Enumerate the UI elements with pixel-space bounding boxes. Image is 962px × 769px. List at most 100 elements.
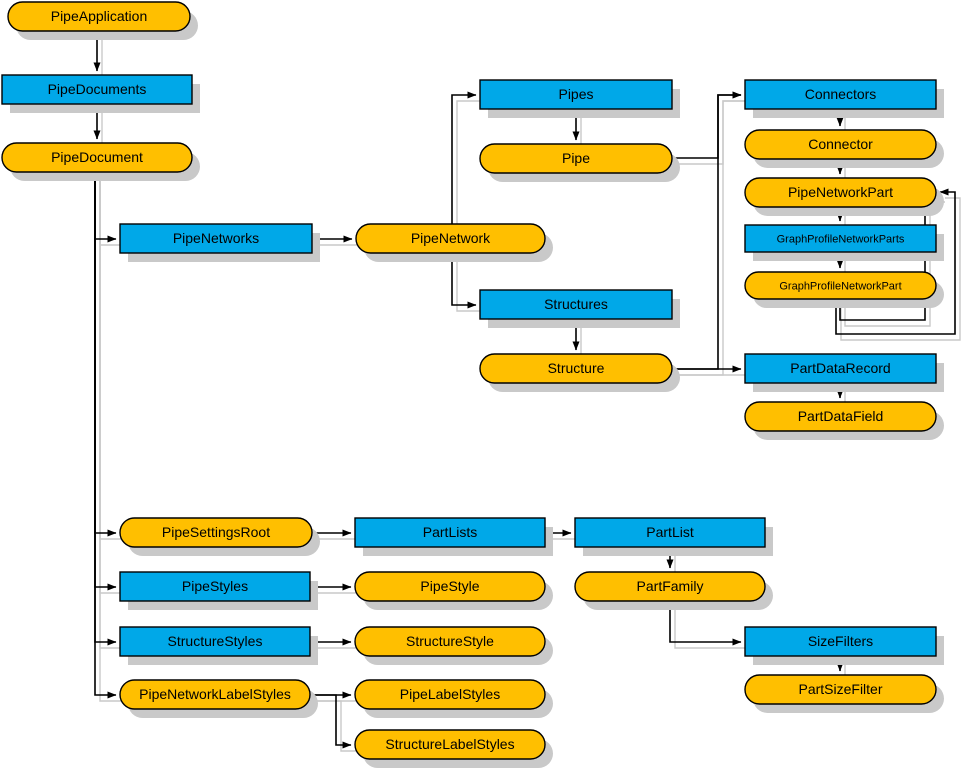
node-label-structure: Structure: [548, 360, 605, 376]
node-body-pipeNetworks[interactable]: [119, 223, 313, 254]
node-label-pipeDocuments: PipeDocuments: [48, 81, 147, 97]
node-body-sizeFilters[interactable]: [744, 626, 937, 657]
node-pipes[interactable]: Pipes: [479, 79, 673, 110]
node-structureStyles[interactable]: StructureStyles: [119, 626, 311, 657]
node-label-graphProfileNetworkPart: GraphProfileNetworkPart: [779, 280, 901, 292]
node-body-connectors[interactable]: [744, 79, 937, 110]
node-label-pipeSettingsRoot: PipeSettingsRoot: [162, 524, 270, 540]
edge-shadow: [99, 178, 121, 702]
node-graphProfileNetworkParts[interactable]: GraphProfileNetworkParts: [744, 224, 937, 253]
node-body-partFamily[interactable]: [574, 571, 766, 602]
node-connector[interactable]: Connector: [744, 129, 937, 160]
node-body-pipeNetworkPart[interactable]: [744, 177, 937, 208]
node-label-partSizeFilter: PartSizeFilter: [798, 681, 882, 697]
node-body-pipes[interactable]: [479, 79, 673, 110]
node-body-graphProfileNetworkPart[interactable]: [744, 271, 937, 300]
node-partDataRecord[interactable]: PartDataRecord: [744, 353, 937, 384]
node-connectors[interactable]: Connectors: [744, 79, 937, 110]
node-pipeDocument[interactable]: PipeDocument: [1, 142, 193, 173]
node-partLists[interactable]: PartLists: [354, 517, 546, 548]
edge-shadow: [315, 700, 356, 752]
node-structureStyle[interactable]: StructureStyle: [354, 626, 546, 657]
node-pipeApplication[interactable]: PipeApplication: [7, 1, 191, 32]
node-body-connector[interactable]: [744, 129, 937, 160]
node-pipeLabelStyles[interactable]: PipeLabelStyles: [354, 679, 546, 710]
node-body-pipeNetwork[interactable]: [355, 223, 546, 254]
edge-shadow: [677, 100, 746, 376]
node-label-pipe: Pipe: [562, 150, 590, 166]
node-partSizeFilter[interactable]: PartSizeFilter: [744, 674, 937, 705]
node-body-graphProfileNetworkParts[interactable]: [744, 224, 937, 253]
node-label-pipeApplication: PipeApplication: [51, 8, 148, 24]
node-body-partDataRecord[interactable]: [744, 353, 937, 384]
node-partList[interactable]: PartList: [574, 517, 766, 548]
node-pipeStyles[interactable]: PipeStyles: [119, 571, 311, 602]
node-pipe[interactable]: Pipe: [479, 143, 673, 174]
node-label-partDataField: PartDataField: [798, 408, 884, 424]
node-body-structure[interactable]: [479, 353, 673, 384]
node-body-structureStyles[interactable]: [119, 626, 311, 657]
node-body-structureLabelStyles[interactable]: [354, 729, 546, 760]
node-label-structures: Structures: [544, 296, 608, 312]
edge-pipeDocument-to-pipeNetworkLabelStyles: [94, 172, 117, 699]
node-label-sizeFilters: SizeFilters: [808, 633, 873, 649]
node-body-partList[interactable]: [574, 517, 766, 548]
node-structure[interactable]: Structure: [479, 353, 673, 384]
node-label-graphProfileNetworkParts: GraphProfileNetworkParts: [777, 233, 905, 245]
edge-pipeDocument-to-structureStyles: [94, 172, 117, 646]
node-label-pipeLabelStyles: PipeLabelStyles: [400, 686, 500, 702]
node-body-pipeNetworkLabelStyles[interactable]: [119, 679, 311, 710]
edge-pipeDocument-to-pipeSettingsRoot: [94, 172, 117, 537]
node-partFamily[interactable]: PartFamily: [574, 571, 766, 602]
node-label-pipeNetworkPart: PipeNetworkPart: [788, 184, 893, 200]
edge-shadow: [840, 197, 961, 341]
node-pipeNetworks[interactable]: PipeNetworks: [119, 223, 313, 254]
node-pipeNetworkPart[interactable]: PipeNetworkPart: [744, 177, 937, 208]
node-sizeFilters[interactable]: SizeFilters: [744, 626, 937, 657]
node-body-structures[interactable]: [479, 289, 673, 320]
node-pipeSettingsRoot[interactable]: PipeSettingsRoot: [119, 517, 313, 548]
node-label-partFamily: PartFamily: [637, 578, 704, 594]
edge-pipeNetworkLabelStyles-to-structureLabelStyles: [310, 694, 352, 749]
edge-shadow: [677, 100, 746, 165]
edge-partFamily-to-sizeFilters: [669, 601, 742, 646]
node-label-structureStyles: StructureStyles: [168, 633, 263, 649]
node-structureLabelStyles[interactable]: StructureLabelStyles: [354, 729, 546, 760]
node-body-structureStyle[interactable]: [354, 626, 546, 657]
node-label-structureLabelStyles: StructureLabelStyles: [385, 736, 514, 752]
node-body-partDataField[interactable]: [744, 401, 937, 432]
edge-shadow-layer: [99, 37, 961, 752]
node-body-pipeStyles[interactable]: [119, 571, 311, 602]
edge-shadow: [99, 178, 121, 649]
node-body-pipeApplication[interactable]: [7, 1, 191, 32]
edge-graphProfileNetworkPart-to-pipeNetworkPart: [835, 188, 956, 335]
node-body-pipeStyle[interactable]: [354, 571, 546, 602]
node-body-partSizeFilter[interactable]: [744, 674, 937, 705]
node-graphProfileNetworkPart[interactable]: GraphProfileNetworkPart: [744, 271, 937, 300]
edge-pipeDocument-to-pipeNetworks: [94, 172, 117, 243]
node-body-pipeDocument[interactable]: [1, 142, 193, 173]
edge-structure-to-connectors: [672, 91, 742, 370]
edge-layer: [93, 31, 956, 749]
node-pipeDocuments[interactable]: PipeDocuments: [1, 74, 193, 105]
node-body-pipeLabelStyles[interactable]: [354, 679, 546, 710]
node-structures[interactable]: Structures: [479, 289, 673, 320]
node-pipeStyle[interactable]: PipeStyle: [354, 571, 546, 602]
node-label-partLists: PartLists: [423, 524, 477, 540]
node-body-pipeDocuments[interactable]: [1, 74, 193, 105]
node-label-pipeNetworkLabelStyles: PipeNetworkLabelStyles: [139, 686, 291, 702]
edge-shadow: [456, 100, 481, 245]
node-pipeNetworkLabelStyles[interactable]: PipeNetworkLabelStyles: [119, 679, 311, 710]
node-pipeNetwork[interactable]: PipeNetwork: [355, 223, 546, 254]
node-body-pipeSettingsRoot[interactable]: [119, 517, 313, 548]
node-body-partLists[interactable]: [354, 517, 546, 548]
edge-pipe-to-connectors: [672, 91, 742, 159]
node-label-pipeStyles: PipeStyles: [182, 578, 248, 594]
node-body-pipe[interactable]: [479, 143, 673, 174]
edge-shadow: [674, 607, 746, 649]
edge-pipeNetwork-to-pipes: [451, 91, 477, 239]
node-partDataField[interactable]: PartDataField: [744, 401, 937, 432]
node-label-partDataRecord: PartDataRecord: [790, 360, 890, 376]
